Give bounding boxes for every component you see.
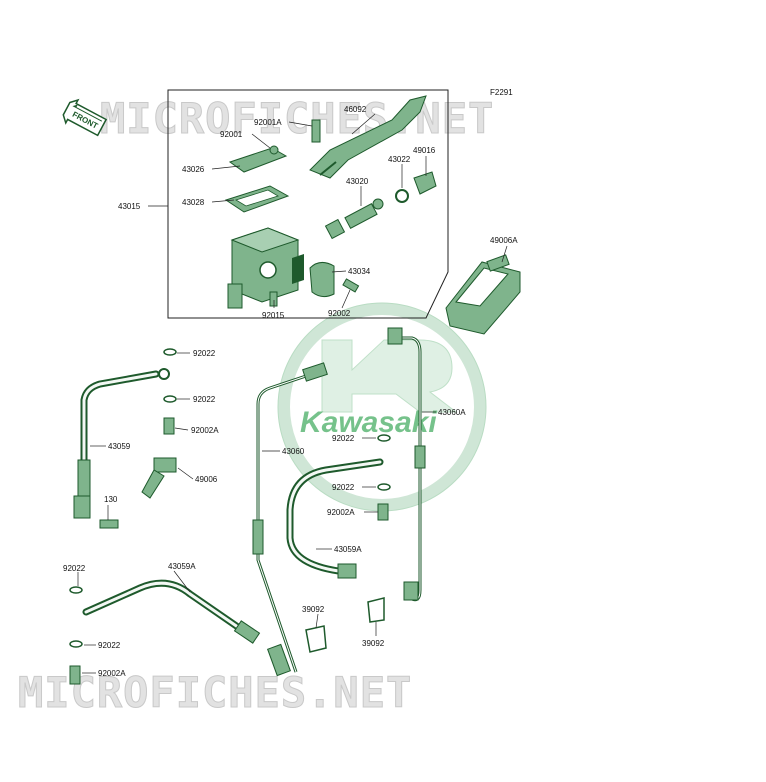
- dust-boot: [413, 171, 437, 195]
- label-92022-c: 92022: [332, 434, 355, 443]
- washer-e: [69, 586, 83, 594]
- hose-43059A-left: [82, 579, 252, 638]
- label-92002: 92002: [328, 309, 351, 318]
- label-43034: 43034: [348, 267, 371, 276]
- label-49006: 49006: [195, 475, 218, 484]
- master-cylinder-group-box: [167, 89, 449, 319]
- washer-c: [377, 434, 391, 442]
- kawasaki-logo: Kawasaki: [277, 302, 487, 512]
- label-92022-b: 92022: [193, 395, 216, 404]
- watermark-top: MICROFICHES.NET: [100, 94, 494, 143]
- washer-f: [69, 640, 83, 648]
- clip-a: [305, 625, 327, 653]
- handlebar-clamp: [309, 262, 335, 298]
- bolt-130: [99, 519, 119, 529]
- master-cylinder-body: [227, 227, 304, 309]
- label-46092: 46092: [344, 105, 367, 114]
- label-92001A: 92001A: [254, 118, 282, 127]
- label-49016: 49016: [413, 146, 436, 155]
- label-43059A-right: 43059A: [334, 545, 362, 554]
- bolt-c: [69, 665, 81, 685]
- cap-screw: [269, 145, 279, 155]
- label-43026: 43026: [182, 165, 205, 174]
- washer-b: [163, 395, 177, 403]
- label-92022-d: 92022: [332, 483, 355, 492]
- label-43028: 43028: [182, 198, 205, 207]
- label-43060A: 43060A: [438, 408, 466, 417]
- label-43015: 43015: [118, 202, 141, 211]
- label-92002A-1: 92002A: [191, 426, 219, 435]
- leader-lines: [77, 113, 508, 674]
- label-92015: 92015: [262, 311, 285, 320]
- kawasaki-wordmark: Kawasaki: [300, 406, 437, 439]
- washer-a: [163, 348, 177, 356]
- lever-pivot-bolt: [311, 119, 321, 143]
- label-92002A-2: 92002A: [327, 508, 355, 517]
- fitting-49006: [141, 457, 177, 499]
- label-92022-a: 92022: [193, 349, 216, 358]
- label-39092-a: 39092: [302, 605, 325, 614]
- label-92022-e: 92022: [63, 564, 86, 573]
- label-92022-f: 92022: [98, 641, 121, 650]
- clip-b: [367, 597, 385, 623]
- bolt-a: [163, 417, 175, 435]
- label-43020: 43020: [346, 177, 369, 186]
- label-39092-b: 39092: [362, 639, 385, 648]
- slave-cover: [445, 254, 521, 335]
- clutch-lever: [309, 95, 427, 179]
- label-43022: 43022: [388, 155, 411, 164]
- watermark-bottom: MICROFICHES.NET: [18, 668, 412, 717]
- hose-43059: [80, 370, 160, 502]
- front-arrow-icon: FRONT: [62, 98, 108, 137]
- washer-d: [377, 483, 391, 491]
- label-43060: 43060: [282, 447, 305, 456]
- label-43059A-left: 43059A: [168, 562, 196, 571]
- piston-kit: [324, 198, 384, 240]
- label-92002A-3: 92002A: [98, 669, 126, 678]
- circlip: [395, 189, 409, 203]
- label-92001: 92001: [220, 130, 243, 139]
- clamp-screw-92015: [269, 291, 278, 307]
- label-43059: 43059: [108, 442, 131, 451]
- label-49006A: 49006A: [490, 236, 518, 245]
- bolt-b: [377, 503, 389, 521]
- clamp-bolt-92002: [342, 278, 360, 293]
- diagram-code: F2291: [490, 88, 513, 97]
- label-130: 130: [104, 495, 118, 504]
